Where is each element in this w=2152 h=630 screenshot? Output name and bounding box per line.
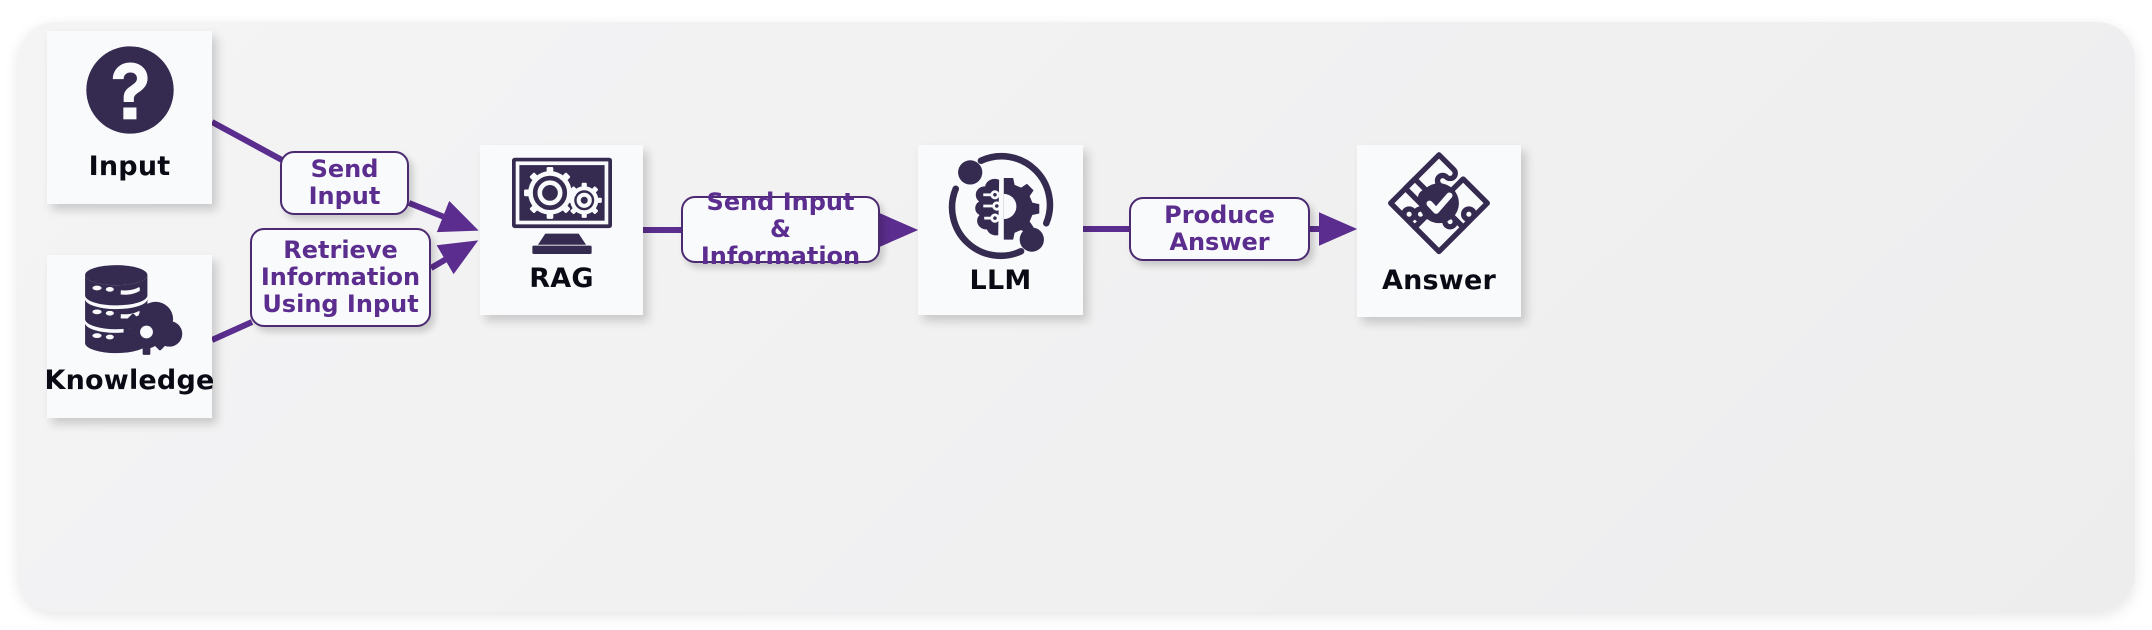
monitor-gears-icon <box>480 145 643 263</box>
node-label-rag: RAG <box>529 263 594 294</box>
node-rag[interactable]: RAG <box>480 145 643 315</box>
node-llm[interactable]: LLM <box>918 145 1083 315</box>
puzzle-check-icon <box>1357 145 1521 267</box>
edge-label-produce-line1: Produce <box>1164 201 1275 230</box>
node-label-answer: Answer <box>1382 265 1496 296</box>
node-label-llm: LLM <box>969 265 1032 296</box>
edge-label-send-info-line1: Send Input & <box>706 188 855 244</box>
node-label-knowledge: Knowledge <box>44 365 215 396</box>
node-label-input: Input <box>88 151 171 182</box>
brain-gear-orbit-icon <box>918 145 1083 267</box>
edge-label-retrieve-line3: Using Input <box>262 289 419 318</box>
edge-label-send-input[interactable]: Send Input <box>280 151 409 215</box>
edge-label-send-input-line2: Input <box>308 182 381 210</box>
edge-label-retrieve-line2: Information <box>260 263 421 292</box>
node-knowledge[interactable]: Knowledge <box>44 255 215 418</box>
edge-label-send-info-line2: Information <box>700 241 861 270</box>
node-answer[interactable]: Answer <box>1357 145 1521 317</box>
edge-label-send-input-and-information[interactable]: Send Input & Information <box>681 189 880 269</box>
node-input[interactable]: Input <box>47 31 212 204</box>
edge-label-produce-answer[interactable]: Produce Answer <box>1129 197 1310 261</box>
edge-label-produce-line2: Answer <box>1169 228 1270 256</box>
question-mark-circle-icon <box>47 31 212 149</box>
edge-label-retrieve-line1: Retrieve <box>283 236 398 265</box>
edge-label-send-input-line1: Send <box>310 155 379 184</box>
edge-label-retrieve-information[interactable]: Retrieve Information Using Input <box>250 228 431 327</box>
database-gears-icon <box>47 255 212 365</box>
